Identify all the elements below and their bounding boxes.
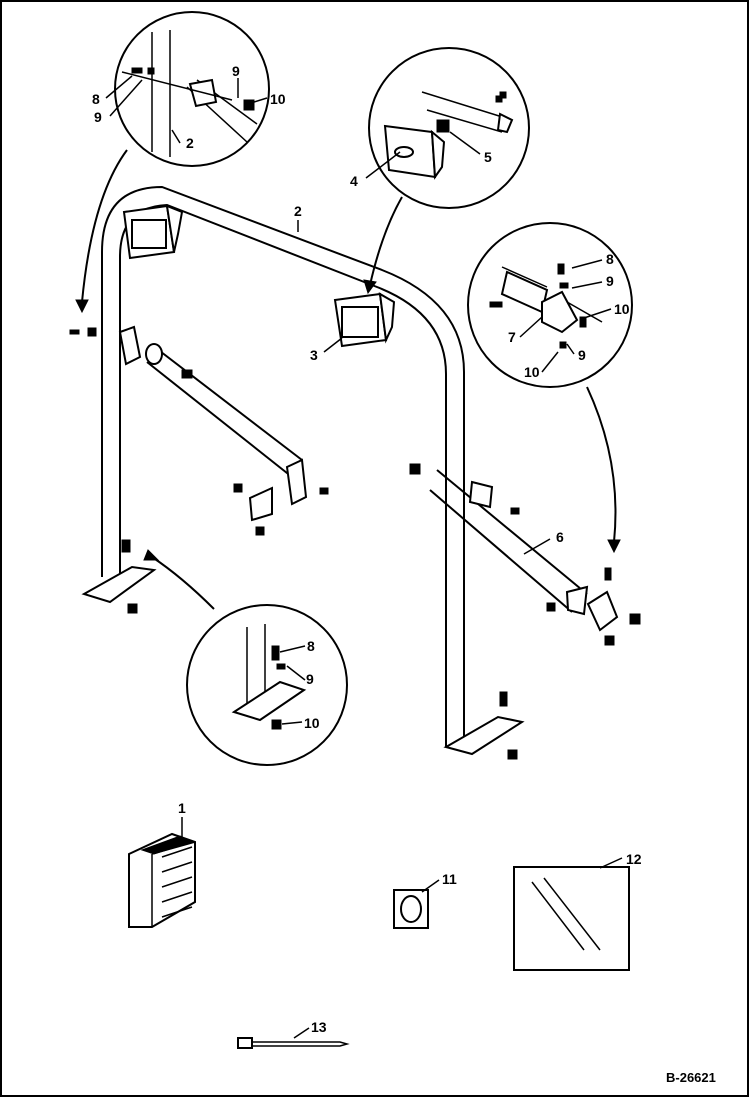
callout-detail-d-bolt: 8 <box>307 638 315 654</box>
callout-brace-right: 6 <box>556 529 564 545</box>
arrow-detail-d <box>151 556 215 610</box>
figure-number: B-26621 <box>666 1070 716 1085</box>
left-brace <box>118 325 329 536</box>
light-left <box>122 204 184 260</box>
callout-detail-a-nut: 10 <box>270 91 286 107</box>
detail-c-circle <box>467 222 633 388</box>
callout-detail-c-bolt: 8 <box>606 251 614 267</box>
leader-lines <box>105 75 623 1039</box>
callout-cable-tie: 13 <box>311 1019 327 1035</box>
callout-detail-c-washer-b: 9 <box>578 347 586 363</box>
right-foot-plate <box>443 715 525 756</box>
detail-d-circle <box>186 604 348 766</box>
callout-window: 12 <box>626 851 642 867</box>
callout-kit-box: 1 <box>178 800 186 816</box>
detail-b-circle <box>368 47 530 209</box>
callout-detail-a-bolt: 8 <box>92 91 100 107</box>
right-brace-6 <box>409 463 641 646</box>
arrow-detail-b <box>369 196 403 286</box>
callout-light-detail: 4 <box>350 173 358 189</box>
decal-11 <box>393 889 429 929</box>
detail-a-circle <box>114 11 270 167</box>
callout-detail-c-washer: 9 <box>606 273 614 289</box>
callout-bracket-light: 5 <box>484 149 492 165</box>
arrow-detail-a <box>81 149 128 303</box>
light-front-3 <box>333 292 396 348</box>
window-12 <box>513 866 630 971</box>
callout-bracket-right-detail: 7 <box>508 329 516 345</box>
kit-box-1 <box>128 832 196 928</box>
callout-detail-c-nut: 10 <box>614 301 630 317</box>
bolt-left-brace <box>69 329 80 335</box>
callout-main-frame: 2 <box>294 203 302 219</box>
left-foot-plate <box>81 565 157 604</box>
callout-detail-a-washer: 9 <box>94 109 102 125</box>
callout-detail-c-nut-b: 10 <box>524 364 540 380</box>
callout-decal: 11 <box>442 871 457 887</box>
main-frame-tube <box>81 185 525 756</box>
cable-tie-13 <box>237 1037 350 1049</box>
callout-detail-a-washer-b: 9 <box>232 63 240 79</box>
arrow-detail-c <box>586 386 617 543</box>
callout-detail-d-nut: 10 <box>304 715 320 731</box>
callout-detail-d-washer: 9 <box>306 671 314 687</box>
callout-light-front: 3 <box>310 347 318 363</box>
callout-detail-a-tube: 2 <box>186 135 194 151</box>
